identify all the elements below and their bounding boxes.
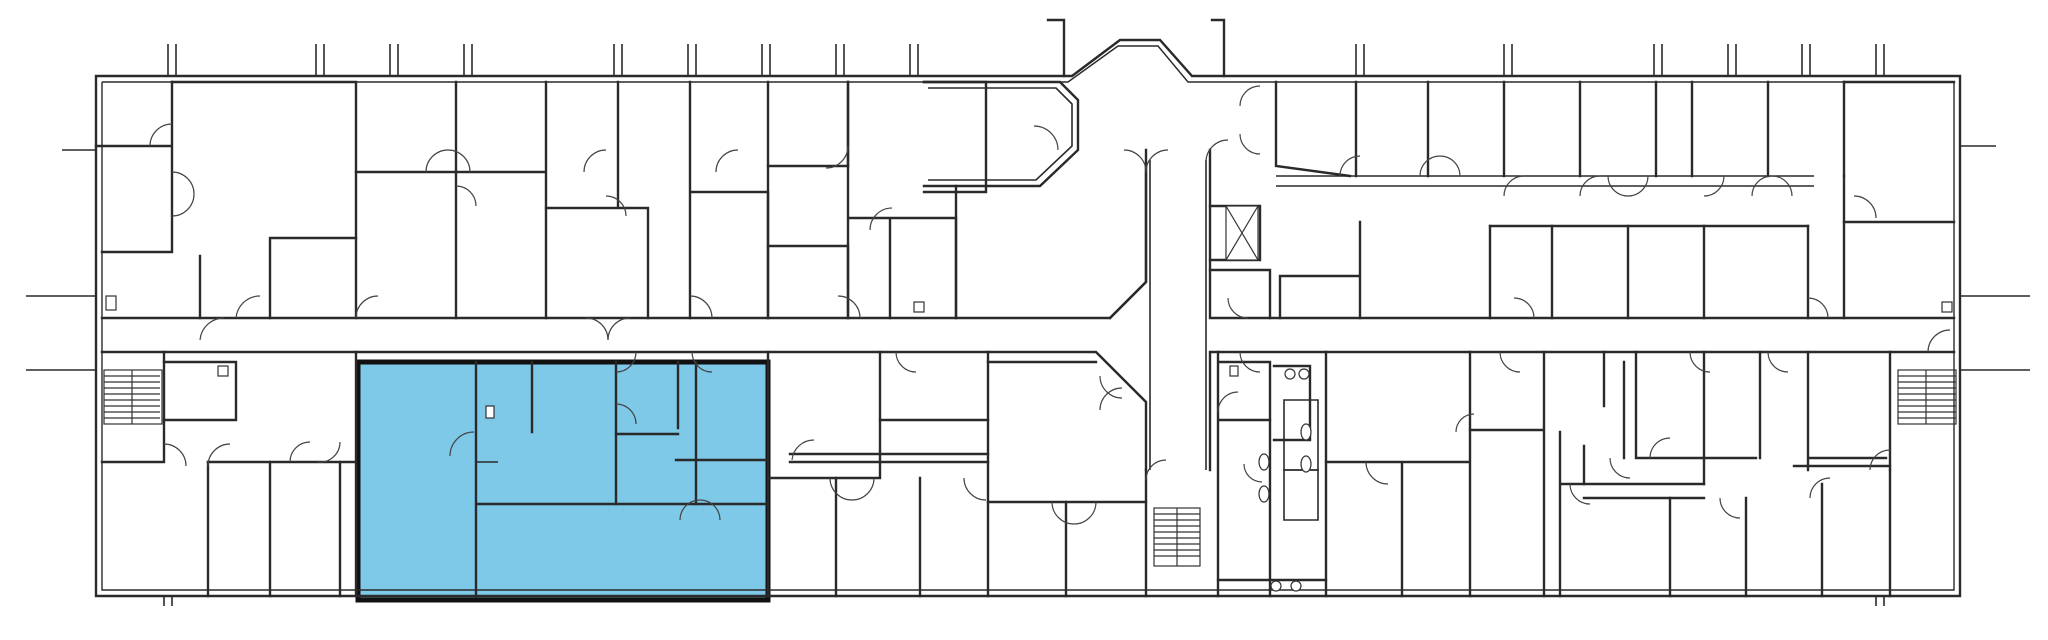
stair-west	[103, 369, 163, 425]
door-swings	[149, 85, 1951, 525]
interior-walls-bottom-left	[100, 350, 1148, 598]
stair-east	[1897, 369, 1957, 425]
interior-walls-top-right	[1208, 80, 1956, 320]
window-ticks	[163, 44, 1885, 606]
suite-interior-walls	[474, 360, 770, 598]
highlighted-suite-fill[interactable]	[355, 359, 771, 603]
stair-central	[1153, 507, 1201, 567]
elevator	[1225, 205, 1259, 261]
interior-walls-top-left	[94, 80, 1148, 320]
restroom-fixtures	[105, 295, 1953, 592]
highlighted-suite[interactable]	[355, 359, 771, 603]
interior-walls-bottom-right	[1216, 350, 1892, 598]
building-outline	[26, 18, 2030, 606]
